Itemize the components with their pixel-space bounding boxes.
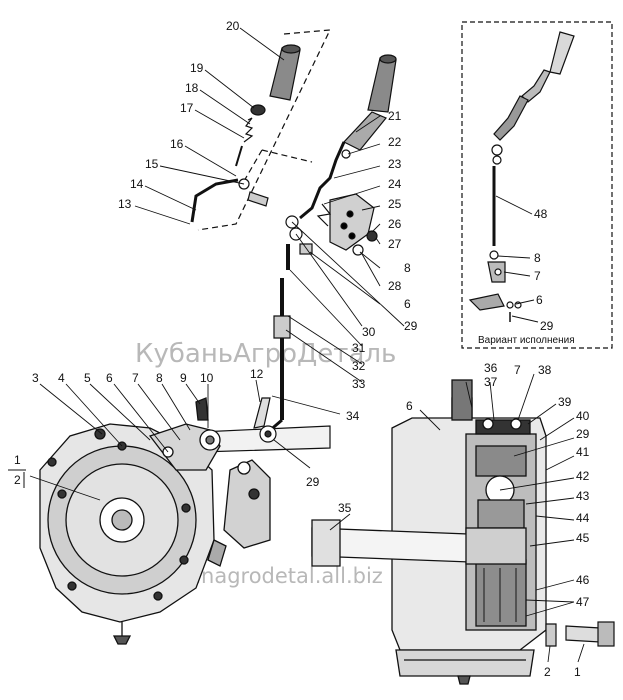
callout-label: 47 — [576, 595, 590, 609]
callout-label: 34 — [346, 409, 360, 423]
routing-frame — [197, 29, 332, 231]
callout-label: 15 — [145, 157, 159, 171]
callout-label: 36 — [484, 361, 498, 375]
main-lever — [267, 54, 397, 434]
callout-label: 24 — [388, 177, 402, 191]
lever-parts-upper — [190, 44, 301, 223]
callout-label: 43 — [576, 489, 590, 503]
fraction-denominator: 2 — [14, 473, 21, 487]
callout-label: 10 — [200, 371, 214, 385]
callout-label: 14 — [130, 177, 144, 191]
callout-label: 26 — [388, 217, 402, 231]
gearbox-housing — [39, 397, 271, 645]
callout-label: 7 — [132, 371, 139, 385]
bolt-parts — [545, 621, 615, 647]
callout-label: 9 — [180, 371, 187, 385]
callout-label: 29 — [540, 319, 554, 333]
watermark-top: КубаньАгроДеталь — [135, 339, 396, 369]
callout-label: 7 — [514, 363, 521, 377]
callout-label: 6 — [406, 399, 413, 413]
callout-label: 27 — [388, 237, 402, 251]
callout-label: 17 — [180, 101, 194, 115]
callout-label: 8 — [534, 251, 541, 265]
callout-label: 41 — [576, 445, 590, 459]
callout-label: 6 — [106, 371, 113, 385]
callout-label: 25 — [388, 197, 402, 211]
callout-label: 44 — [576, 511, 590, 525]
callout-label: 29 — [404, 319, 418, 333]
callout-label: 18 — [185, 81, 199, 95]
callout-label: 30 — [362, 325, 376, 339]
callout-label: 33 — [352, 377, 366, 391]
callout-label: 16 — [170, 137, 184, 151]
callout-label: 13 — [118, 197, 132, 211]
callout-label: 19 — [190, 61, 204, 75]
callout-label: 28 — [388, 279, 402, 293]
callout-label: 39 — [558, 395, 572, 409]
leader-lines — [29, 27, 585, 663]
variant-caption: Вариант исполнения — [478, 335, 575, 346]
fraction-numerator: 1 — [14, 453, 21, 467]
callout-label: 3 — [32, 371, 39, 385]
fraction-callout: 1 2 — [8, 453, 26, 488]
callout-label: 6 — [536, 293, 543, 307]
callout-label: 2 — [544, 665, 551, 679]
callout-label: 37 — [484, 375, 498, 389]
callout-label: 48 — [534, 207, 548, 221]
callout-label: 32 — [352, 359, 366, 373]
callout-label: 46 — [576, 573, 590, 587]
callout-label: 7 — [534, 269, 541, 283]
callout-label: 29 — [576, 427, 590, 441]
callout-label: 5 — [84, 371, 91, 385]
linkage-bar — [199, 397, 331, 453]
callout-label: 45 — [576, 531, 590, 545]
variant-inset — [461, 21, 613, 349]
callout-label: 29 — [306, 475, 320, 489]
callout-label: 6 — [404, 297, 411, 311]
callout-label: 40 — [576, 409, 590, 423]
callout-label: 22 — [388, 135, 402, 149]
callout-label: 1 — [574, 665, 581, 679]
callout-label: 38 — [538, 363, 552, 377]
cylinder-housing — [311, 379, 547, 685]
callout-labels: 20 19 18 17 16 15 14 13 21 22 23 24 25 2… — [32, 19, 590, 679]
callout-label: 42 — [576, 469, 590, 483]
callout-label: 31 — [352, 341, 366, 355]
callout-label: 8 — [156, 371, 163, 385]
callout-label: 35 — [338, 501, 352, 515]
callout-label: 12 — [250, 367, 264, 381]
callout-label: 8 — [404, 261, 411, 275]
callout-label: 21 — [388, 109, 402, 123]
callout-label: 4 — [58, 371, 65, 385]
callout-label: 23 — [388, 157, 402, 171]
callout-label: 20 — [226, 19, 240, 33]
